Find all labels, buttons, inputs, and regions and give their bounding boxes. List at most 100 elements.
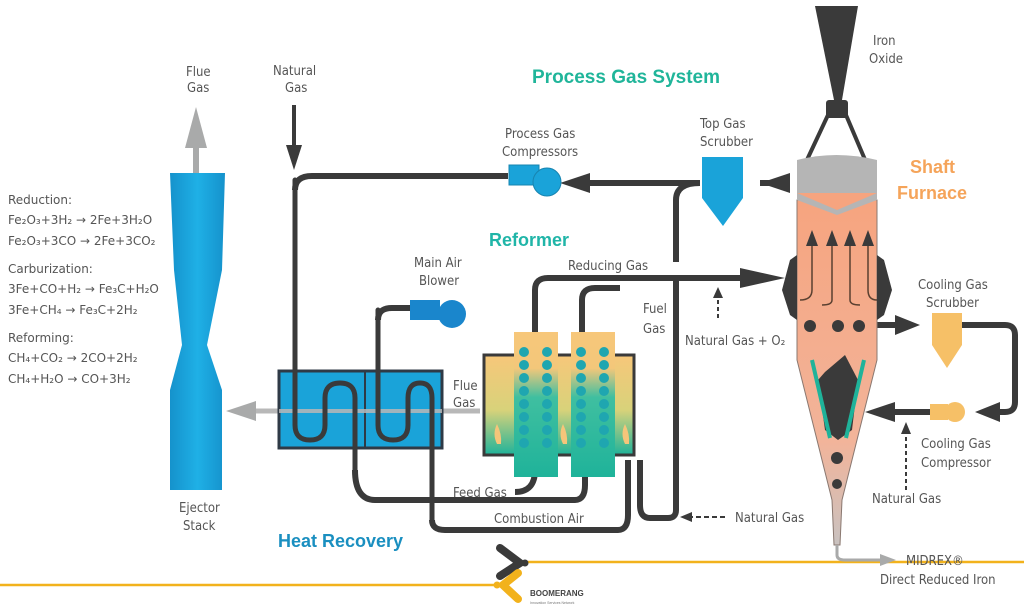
catalyst-bubble xyxy=(519,347,529,357)
feed-gas-label: Feed Gas xyxy=(453,486,507,501)
process-gas-compressor xyxy=(508,164,562,197)
reaction-equation: CH₄+CO₂ → 2CO+2H₂ xyxy=(8,351,138,365)
reducing-gas-arrow xyxy=(740,268,785,288)
combustion-air-label: Combustion Air xyxy=(494,512,584,527)
catalyst-bubble xyxy=(519,386,529,396)
iron-oxide-label-2: Oxide xyxy=(869,52,903,67)
main-air-blower xyxy=(410,300,466,328)
process-gas-system-title: Process Gas System xyxy=(532,67,720,88)
top-gas-scrubber xyxy=(702,157,743,226)
catalyst-bubble xyxy=(599,438,609,448)
catalyst-bubble xyxy=(542,438,552,448)
heat-recovery-title: Heat Recovery xyxy=(278,531,403,551)
cooling-gas-compressor-label-2: Compressor xyxy=(921,456,991,471)
logo-name: BOOMERANG xyxy=(530,589,584,598)
reaction-equation: 3Fe+CH₄ → Fe₃C+2H₂ xyxy=(8,303,138,317)
flue-gas-mid-label: Flue xyxy=(453,379,478,394)
reformer-title: Reformer xyxy=(489,230,569,250)
iron-oxide-label: Iron xyxy=(873,34,896,49)
fuel-gas-label-2: Gas xyxy=(643,322,665,337)
natural-gas-inlet-arrow xyxy=(286,105,302,170)
top-gas-scrubber-label: Top Gas xyxy=(699,117,746,132)
natural-gas-o2-arrow xyxy=(713,287,723,318)
heat-exchanger-coils xyxy=(292,177,435,523)
catalyst-bubble xyxy=(576,360,586,370)
natural-gas-top-label: Natural xyxy=(273,64,316,79)
process-gas-compressors-label: Process Gas xyxy=(505,127,575,142)
main-air-blower-label-2: Blower xyxy=(419,274,459,289)
main-air-blower-label: Main Air xyxy=(414,256,462,271)
boomerang-logo xyxy=(493,544,529,603)
catalyst-bubble xyxy=(599,347,609,357)
shaft-furnace-title-1: Shaft xyxy=(910,157,955,177)
catalyst-bubble xyxy=(576,399,586,409)
flue-gas-top-label: Flue xyxy=(186,65,211,80)
ejector-stack-label-2: Stack xyxy=(183,519,216,534)
natural-gas-top-label-2: Gas xyxy=(285,81,307,96)
reaction-equation: 3Fe+CO+H₂ → Fe₃C+H₂O xyxy=(8,282,159,296)
cooling-gas-scrubber-label: Cooling Gas xyxy=(918,278,988,293)
catalyst-bubble xyxy=(599,412,609,422)
catalyst-bubble xyxy=(542,373,552,383)
reformer-unit xyxy=(482,332,636,477)
reaction-heading-carburization: Carburization: xyxy=(8,262,93,276)
ejector-stack xyxy=(170,173,225,490)
reaction-heading-reduction: Reduction: xyxy=(8,193,72,207)
natural-gas-bottom-label: Natural Gas xyxy=(735,511,804,526)
shaft-furnace xyxy=(782,155,896,566)
flue-gas-arrow-up xyxy=(185,107,207,173)
cooling-gas-compressor-label: Cooling Gas xyxy=(921,437,991,452)
shaft-furnace-title-2: Furnace xyxy=(897,183,967,203)
catalyst-bubble xyxy=(519,399,529,409)
reaction-equation: Fe₂O₃+3H₂ → 2Fe+3H₂O xyxy=(8,213,152,227)
catalyst-bubble xyxy=(542,386,552,396)
catalyst-bubble xyxy=(519,360,529,370)
reaction-heading-reforming: Reforming: xyxy=(8,331,74,345)
reaction-equation: CH₄+H₂O → CO+3H₂ xyxy=(8,372,131,386)
ejector-stack-label: Ejector xyxy=(179,501,220,516)
natural-gas-o2-label: Natural Gas + O₂ xyxy=(685,334,785,349)
direct-reduced-iron-label: Direct Reduced Iron xyxy=(880,573,996,588)
flue-gas-mid-label-2: Gas xyxy=(453,396,475,411)
catalyst-bubble xyxy=(576,438,586,448)
catalyst-bubble xyxy=(519,425,529,435)
catalyst-bubble xyxy=(599,360,609,370)
catalyst-bubble xyxy=(542,412,552,422)
cooling-compressor-arrow xyxy=(975,402,1000,422)
catalyst-bubble xyxy=(519,412,529,422)
flue-gas-top-label-2: Gas xyxy=(187,81,209,96)
scrubber-inlet-arrow xyxy=(760,173,790,193)
catalyst-bubble xyxy=(576,386,586,396)
process-pipes xyxy=(292,173,1018,533)
catalyst-bubble xyxy=(599,399,609,409)
cooling-gas-compressor xyxy=(930,402,965,422)
top-gas-scrubber-label-2: Scrubber xyxy=(700,135,753,150)
reaction-equation: Fe₂O₃+3CO → 2Fe+3CO₂ xyxy=(8,234,156,248)
natural-gas-right-label: Natural Gas xyxy=(872,492,941,507)
midrex-label: MIDREX® xyxy=(906,554,964,569)
logo-tagline: Innovation Services Network xyxy=(530,601,575,605)
cooling-scrubber-arrow xyxy=(895,315,920,335)
fuel-gas-label: Fuel xyxy=(643,302,667,317)
catalyst-bubble xyxy=(542,399,552,409)
catalyst-bubble xyxy=(576,425,586,435)
catalyst-bubble xyxy=(519,438,529,448)
catalyst-bubble xyxy=(576,412,586,422)
catalyst-bubble xyxy=(599,425,609,435)
catalyst-bubble xyxy=(576,373,586,383)
natural-gas-right-arrow xyxy=(901,422,911,490)
catalyst-bubble xyxy=(542,425,552,435)
compressor-inlet-arrow xyxy=(560,173,590,193)
natural-gas-bottom-arrow xyxy=(680,512,725,522)
catalyst-bubble xyxy=(576,347,586,357)
catalyst-bubble xyxy=(542,347,552,357)
cooling-return-arrow xyxy=(865,402,895,422)
catalyst-bubble xyxy=(599,386,609,396)
catalyst-bubble xyxy=(599,373,609,383)
cooling-gas-scrubber xyxy=(932,313,962,368)
catalyst-bubble xyxy=(519,373,529,383)
catalyst-bubble xyxy=(542,360,552,370)
process-gas-compressors-label-2: Compressors xyxy=(502,145,578,160)
